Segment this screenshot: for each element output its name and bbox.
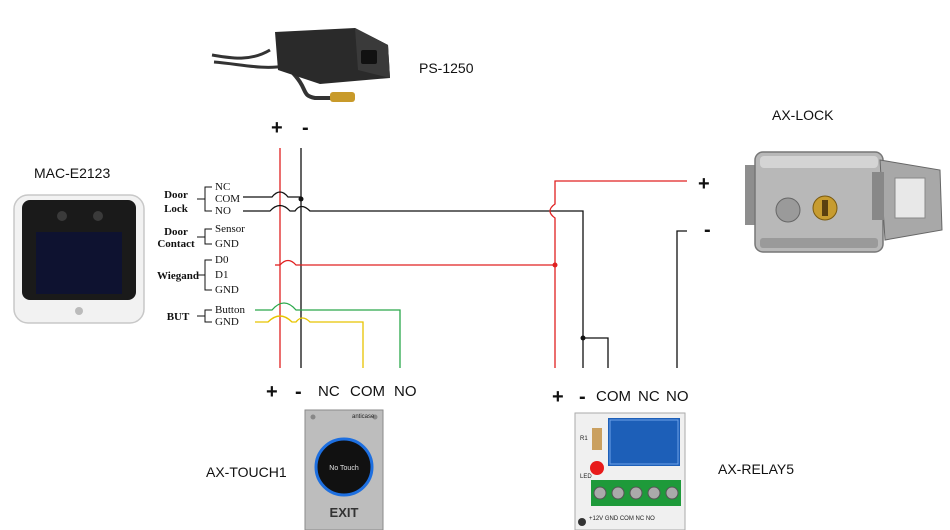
exit-no-label: NO xyxy=(394,383,417,400)
exit-com-label: COM xyxy=(350,383,385,400)
but-label: BUT xyxy=(167,311,190,323)
door-contact-label-2: Contact xyxy=(157,238,195,250)
pin-button: Button xyxy=(215,304,245,316)
pin-d0: D0 xyxy=(215,254,229,266)
no-wire xyxy=(243,204,609,368)
relay-com-label: COM xyxy=(596,388,631,405)
lock-minus-wire xyxy=(676,230,687,368)
controller-label: MAC-E2123 xyxy=(34,165,110,181)
pin-no: NO xyxy=(215,205,231,217)
controller-image xyxy=(13,194,145,324)
relay-nc-label: NC xyxy=(638,388,660,405)
exit-button-image: anticase No Touch EXIT xyxy=(304,409,384,530)
exit-brand-text: anticase xyxy=(352,414,375,420)
exit-button-label: AX-TOUCH1 xyxy=(206,464,287,480)
relay-no-label: NO xyxy=(666,388,689,405)
relay-plus-symbol: + xyxy=(552,386,564,408)
door-lock-label-2: Lock xyxy=(164,203,189,215)
relay-r1-text: R1 xyxy=(580,436,588,442)
exit-sensor-text: No Touch xyxy=(329,465,359,472)
relay-led-text: LED xyxy=(580,474,592,480)
exit-minus-symbol: - xyxy=(295,381,302,403)
but-button-wire xyxy=(255,302,401,368)
com-wire xyxy=(243,191,301,198)
door-contact-label-1: Door xyxy=(164,226,188,238)
lock-plus-symbol: + xyxy=(698,173,710,195)
lock-label: AX-LOCK xyxy=(772,107,834,123)
door-lock-label-1: Door xyxy=(164,189,188,201)
psu-plus-symbol: + xyxy=(271,117,283,139)
relay-label: AX-RELAY5 xyxy=(718,461,794,477)
pin-wiegand-gnd: GND xyxy=(215,284,239,296)
but-gnd-wire xyxy=(255,315,364,368)
wiegand-label: Wiegand xyxy=(157,270,199,282)
exit-engraved-text: EXIT xyxy=(330,505,359,520)
pin-com: COM xyxy=(215,193,240,205)
lock-image xyxy=(745,151,943,253)
pin-sensor: Sensor xyxy=(215,223,245,235)
lock-minus-symbol: - xyxy=(704,219,711,241)
exit-nc-label: NC xyxy=(318,383,340,400)
psu-minus-symbol: - xyxy=(302,117,309,139)
power-supply-image xyxy=(211,28,390,102)
relay-plus-wire xyxy=(279,259,555,266)
wires xyxy=(243,148,687,368)
terminal-block xyxy=(197,186,212,323)
pin-d1: D1 xyxy=(215,269,228,281)
pin-nc: NC xyxy=(215,181,230,193)
exit-plus-symbol: + xyxy=(266,381,278,403)
lock-plus-wire xyxy=(549,180,687,265)
pin-but-gnd: GND xyxy=(215,316,239,328)
pin-contact-gnd: GND xyxy=(215,238,239,250)
relay-pins-text: +12V GND COM NC NO xyxy=(589,516,655,522)
power-supply-label: PS-1250 xyxy=(419,60,474,76)
relay-image: R1 LED +12V GND COM NC NO xyxy=(574,412,686,530)
relay-minus-symbol: - xyxy=(579,386,586,408)
